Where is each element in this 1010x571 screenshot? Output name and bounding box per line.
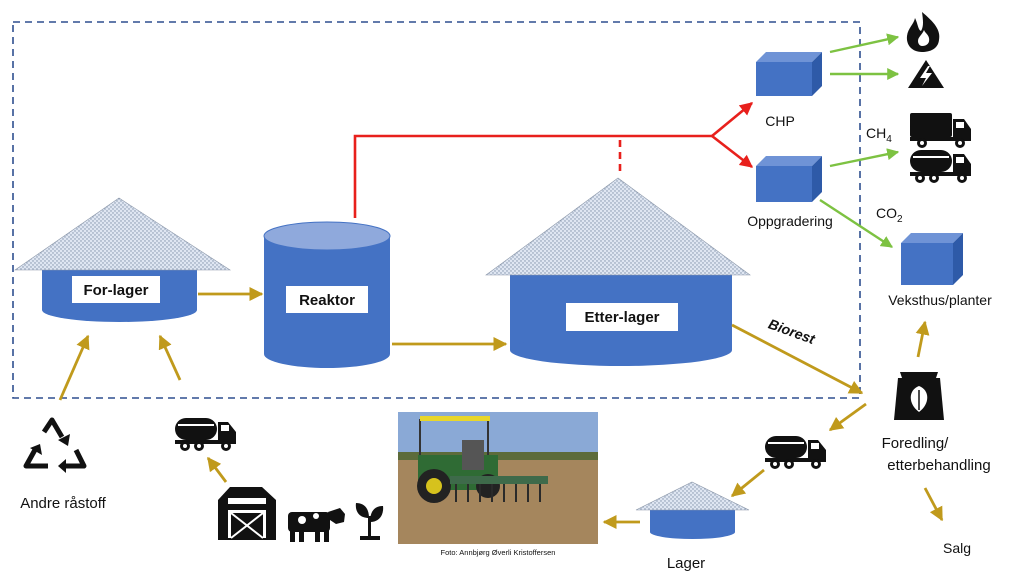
fertilizer-bag-icon: [894, 372, 944, 420]
veksthus-unit: [901, 233, 963, 285]
chp-unit: [756, 52, 822, 96]
andre-rastoff-label: Andre råstoff: [20, 495, 106, 512]
biorest-label: Biorest: [766, 316, 818, 348]
plant-boundary: [12, 21, 861, 399]
material-flow-arrows: [58, 287, 944, 529]
oppgradering-unit: [756, 156, 822, 202]
veksthus-label: Veksthus/planter: [888, 292, 992, 308]
reaktor-label: Reaktor: [299, 292, 355, 309]
chp-label: CHP: [765, 113, 795, 129]
electricity-icon: [908, 60, 944, 88]
for-lager-label: For-lager: [83, 282, 148, 299]
etter-lager-label: Etter-lager: [584, 309, 659, 326]
foredling-label-line1: Foredling/: [882, 435, 950, 452]
farm-photo: [398, 412, 598, 544]
recycle-icon: [23, 417, 87, 473]
fire-icon: [906, 12, 940, 52]
etter-lager-tank: [485, 177, 751, 366]
barn-icon: [218, 487, 276, 540]
cow-icon: [288, 508, 345, 542]
for-lager-tank: [14, 197, 232, 322]
lager-tank: [635, 481, 750, 539]
plant-icon: [355, 503, 384, 540]
tanker-truck-icon-left: [175, 418, 236, 451]
salg-label: Salg: [943, 540, 971, 556]
reaktor-tank: [263, 221, 391, 368]
co2-label: CO2: [876, 205, 903, 225]
ch4-label: CH4: [866, 125, 892, 145]
foredling-label-line2: etterbehandling: [887, 457, 990, 474]
truck-icon: [910, 113, 971, 148]
photo-credit: Foto: Annbjørg Øverli Kristoffersen: [440, 548, 556, 557]
oppgradering-label: Oppgradering: [747, 213, 833, 229]
tanker-truck-icon: [910, 150, 971, 183]
tanker-truck-icon-right: [765, 436, 826, 469]
energy-arrows: [819, 33, 900, 249]
gas-pipeline: [353, 101, 754, 218]
lager-label: Lager: [667, 555, 705, 571]
